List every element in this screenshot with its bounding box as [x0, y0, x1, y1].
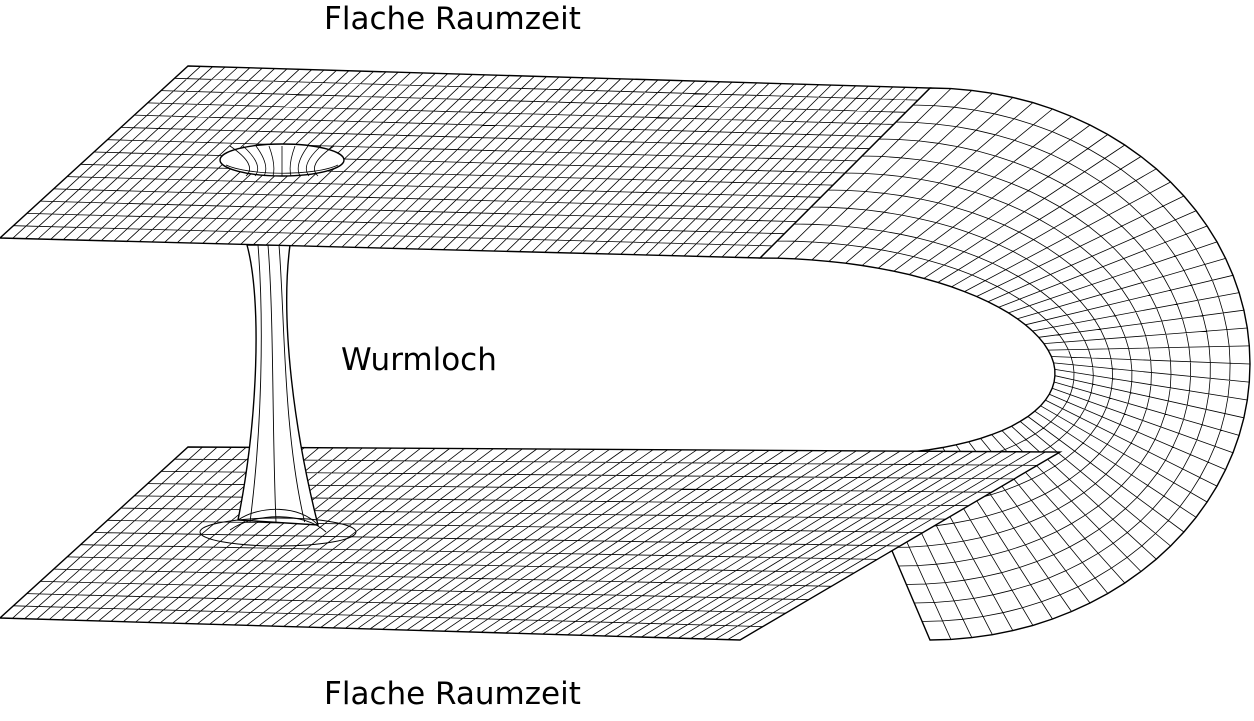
- bottom-flat-spacetime-sheet: [0, 446, 1063, 641]
- throat-outline: [237, 244, 319, 526]
- top-mouth-gridlines: [225, 145, 339, 177]
- bottom-mouth-ring: [199, 517, 357, 547]
- bottom-sheet-gridlines: [12, 446, 1046, 640]
- wormhole-throat: [199, 244, 357, 547]
- bottom-sheet-label: Flache Raumzeit: [324, 676, 581, 712]
- bottom-sheet-outline: [0, 446, 1063, 641]
- wormhole-label: Wurmloch: [341, 342, 497, 378]
- throat-gridlines: [229, 244, 327, 533]
- top-flat-spacetime-sheet: [0, 65, 932, 259]
- top-sheet-label: Flache Raumzeit: [324, 1, 581, 37]
